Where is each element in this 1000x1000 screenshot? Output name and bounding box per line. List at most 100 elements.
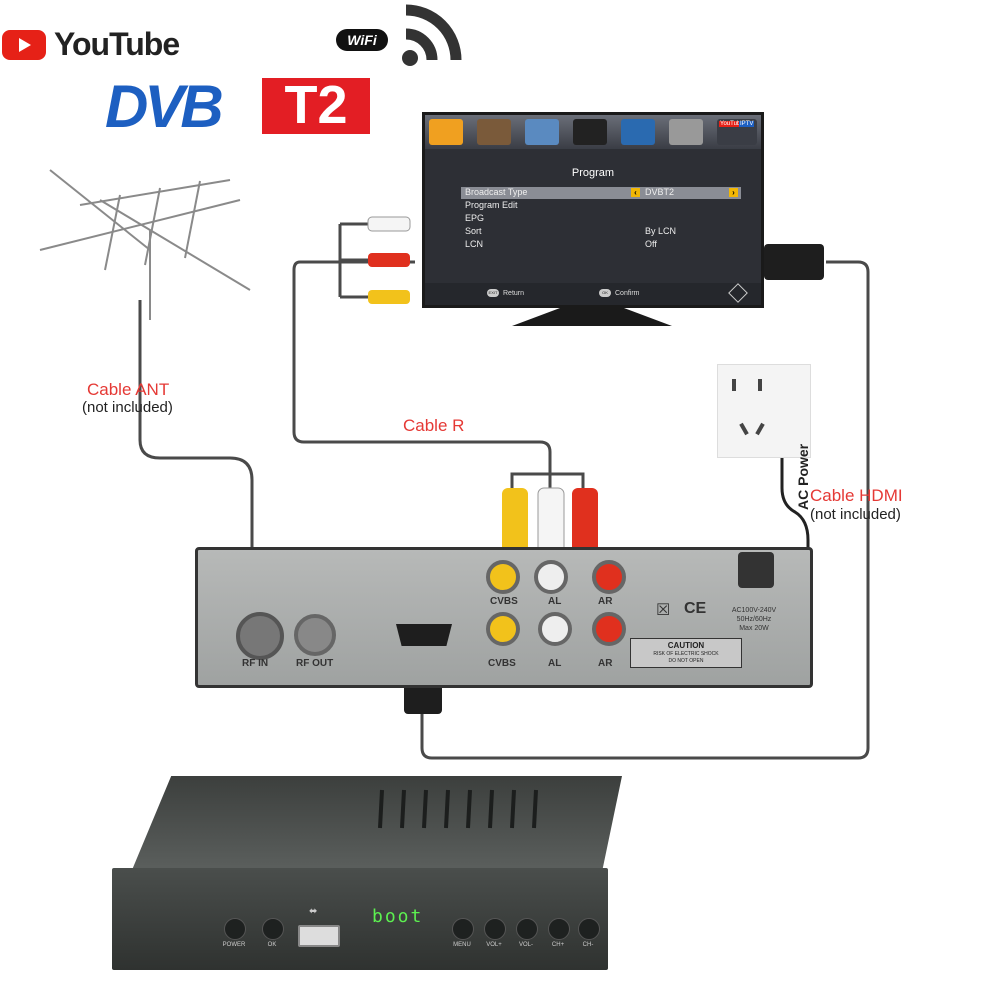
rf-in-port[interactable] xyxy=(236,612,284,660)
menu-button[interactable] xyxy=(452,918,474,940)
power-button-label: POWER xyxy=(222,942,246,948)
usb-icon: ⬌ xyxy=(309,906,318,917)
al-bottom-jack[interactable] xyxy=(538,612,572,646)
vol-down-button[interactable] xyxy=(516,918,538,940)
recycle-bin-icon: ☒ xyxy=(656,602,671,619)
menu-row-value: DVBT2 xyxy=(645,187,675,197)
cable-hdmi-label: Cable HDMI xyxy=(810,486,903,505)
power-button[interactable] xyxy=(224,918,246,940)
ch-up-button[interactable] xyxy=(548,918,570,940)
receiver-front: POWER OK ⬌ boot MENU VOL+ VOL- CH+ CH- xyxy=(112,776,622,976)
menu-row-lcn[interactable]: LCN Off xyxy=(461,239,741,251)
menu-row-label: Program Edit xyxy=(465,200,518,210)
ac-power-label: AC Power xyxy=(795,443,811,510)
al-top-label: AL xyxy=(548,596,562,607)
cable-hdmi-note: (not included) xyxy=(810,506,901,523)
globe-icon[interactable] xyxy=(621,119,655,145)
menu-row-label: LCN xyxy=(465,239,484,249)
dvb-logo-text: DVB xyxy=(105,73,224,140)
ch-down-button[interactable] xyxy=(578,918,600,940)
cable-r-label: Cable R xyxy=(403,416,465,435)
cvbs-bottom-label: CVBS xyxy=(488,658,516,669)
iptv-badge: IPTV xyxy=(739,121,755,127)
receiver-front-panel: POWER OK ⬌ boot MENU VOL+ VOL- CH+ CH- xyxy=(112,868,608,970)
power-spec: AC100V-240V 50Hz/60Hz Max 20W xyxy=(718,606,790,633)
caution-line-1: RISK OF ELECTRIC SHOCK xyxy=(653,651,719,657)
clock-icon[interactable] xyxy=(573,119,607,145)
t2-badge: T2 xyxy=(262,75,370,135)
chevron-left-icon[interactable]: ‹ xyxy=(631,188,640,197)
tv-monitor: YouTube IPTV Program Broadcast Type ‹ DV… xyxy=(422,112,764,308)
power-spec-line-1: AC100V-240V xyxy=(731,607,777,614)
wall-outlet xyxy=(717,364,811,458)
cvbs-top-jack[interactable] xyxy=(486,560,520,594)
menu-row-label: Broadcast Type xyxy=(465,187,528,197)
settings-gears-icon[interactable] xyxy=(669,119,703,145)
cable-ant-note: (not included) xyxy=(82,399,173,416)
ar-top-label: AR xyxy=(598,596,613,607)
power-spec-line-2: 50Hz/60Hz xyxy=(736,616,772,623)
rf-in-label: RF IN xyxy=(242,658,269,669)
ch-down-label: CH- xyxy=(582,942,594,948)
dvb-t2-logo: DVB T2 xyxy=(105,73,375,140)
menu-row-broadcast-type[interactable]: Broadcast Type ‹ DVBT2 › xyxy=(461,187,741,199)
caution-sticker: CAUTION RISK OF ELECTRIC SHOCK DO NOT OP… xyxy=(630,638,742,668)
cvbs-top-label: CVBS xyxy=(490,596,518,607)
socket-icon xyxy=(732,379,765,436)
picture-menu-icon[interactable] xyxy=(477,119,511,145)
hdmi-port[interactable] xyxy=(396,624,452,646)
menu-row-epg[interactable]: EPG xyxy=(461,213,741,225)
rf-out-label: RF OUT xyxy=(296,658,334,669)
menu-row-label: EPG xyxy=(465,213,485,223)
front-display: boot xyxy=(372,906,424,927)
vol-up-label: VOL+ xyxy=(486,942,502,948)
power-inlet[interactable] xyxy=(738,552,774,588)
youtube-logo-text: YouTube xyxy=(54,26,180,62)
menu-button-label: MENU xyxy=(453,942,471,948)
exit-key-icon: EXIT xyxy=(487,289,499,297)
vent-slots xyxy=(378,789,538,829)
hint-confirm-label: Confirm xyxy=(615,289,640,297)
al-top-jack[interactable] xyxy=(534,560,568,594)
vol-up-button[interactable] xyxy=(484,918,506,940)
cvbs-bottom-jack[interactable] xyxy=(486,612,520,646)
menu-row-value: By LCN xyxy=(645,226,677,236)
usb-port[interactable] xyxy=(298,925,340,947)
tv-stand xyxy=(512,308,672,326)
ar-bottom-jack[interactable] xyxy=(592,612,626,646)
ok-key-icon: OK xyxy=(599,289,611,297)
channel-search-icon[interactable] xyxy=(525,119,559,145)
menu-title: Program xyxy=(571,167,615,179)
hint-return: EXIT Return xyxy=(487,289,524,297)
menu-row-value: Off xyxy=(645,239,657,249)
wifi-signal-icon xyxy=(402,4,462,66)
tv-screen: YouTube IPTV Program Broadcast Type ‹ DV… xyxy=(425,115,761,305)
tv-menu-icon-bar: YouTube IPTV xyxy=(425,115,761,149)
power-spec-line-3: Max 20W xyxy=(739,625,769,632)
ok-button[interactable] xyxy=(262,918,284,940)
rf-out-port[interactable] xyxy=(294,614,336,656)
ce-mark-icon: CE xyxy=(684,600,707,617)
ok-button-label: OK xyxy=(267,942,277,948)
tv-hint-bar: EXIT Return OK Confirm xyxy=(425,283,761,305)
youtube-iptv-icon[interactable]: YouTube IPTV xyxy=(717,119,757,145)
t2-logo-text: T2 xyxy=(284,75,348,135)
caution-title: CAUTION xyxy=(667,641,705,650)
ar-top-jack[interactable] xyxy=(592,560,626,594)
vol-down-label: VOL- xyxy=(518,942,533,948)
receiver-back-panel: RF IN RF OUT CVBS AL AR CVBS AL AR ☒ CE … xyxy=(195,547,813,688)
chevron-right-icon[interactable]: › xyxy=(729,188,738,197)
hint-confirm: OK Confirm xyxy=(599,289,640,297)
hint-return-label: Return xyxy=(503,289,525,297)
caution-line-2: DO NOT OPEN xyxy=(668,658,704,664)
program-menu-icon[interactable] xyxy=(429,119,463,145)
ch-up-label: CH+ xyxy=(551,942,565,948)
al-bottom-label: AL xyxy=(548,658,562,669)
cable-ant-label: Cable ANT xyxy=(87,380,170,399)
menu-row-sort[interactable]: Sort By LCN xyxy=(461,226,741,238)
youtube-badge: YouTube xyxy=(719,121,745,127)
antenna-icon xyxy=(39,169,251,320)
menu-row-program-edit[interactable]: Program Edit xyxy=(461,200,741,212)
youtube-logo: YouTube xyxy=(0,26,180,66)
wifi-badge: WiFi xyxy=(336,29,388,51)
